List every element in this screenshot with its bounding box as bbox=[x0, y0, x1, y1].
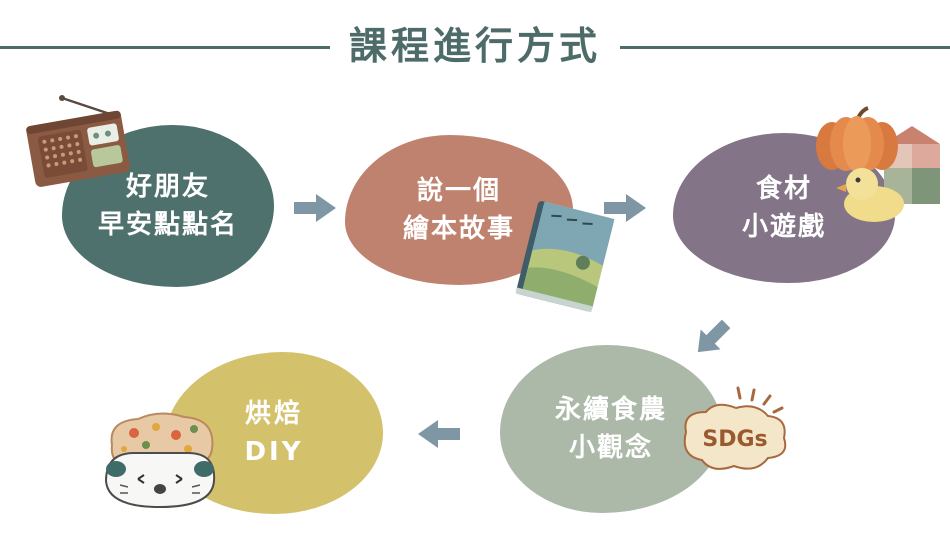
step-3-line-1: 食材 bbox=[755, 174, 812, 204]
step-3-line-2: 小遊戲 bbox=[741, 212, 826, 242]
arrow-step-4-to-5 bbox=[418, 420, 460, 448]
sdgs-badge-text: SDGs bbox=[702, 427, 767, 452]
title-rule-left bbox=[0, 46, 330, 49]
pumpkin-duck-blocks-icon bbox=[816, 106, 940, 222]
step-5-line-2: DIY bbox=[244, 437, 304, 467]
step-4-line-1: 永續食農 bbox=[554, 395, 667, 425]
step-1-line-1: 好朋友 bbox=[125, 172, 210, 202]
arrow-step-1-to-2 bbox=[294, 194, 336, 222]
arrow-step-2-to-3 bbox=[604, 194, 646, 222]
page-title: 課程進行方式 bbox=[348, 24, 601, 68]
step-2-line-1: 說一個 bbox=[416, 176, 501, 206]
step-4-line-2: 小觀念 bbox=[568, 433, 653, 463]
radio-icon bbox=[26, 95, 130, 187]
arrow-step-3-to-4 bbox=[697, 319, 731, 353]
step-5-line-1: 烘焙 bbox=[244, 399, 303, 429]
picture-book-icon bbox=[515, 201, 615, 313]
cat-pizza-icon bbox=[104, 412, 216, 509]
step-2-line-2: 繪本故事 bbox=[402, 214, 515, 244]
sdgs-badge-icon: SDGs bbox=[683, 386, 787, 470]
title-rule-right bbox=[620, 46, 950, 49]
step-1-line-2: 早安點點名 bbox=[97, 210, 238, 240]
